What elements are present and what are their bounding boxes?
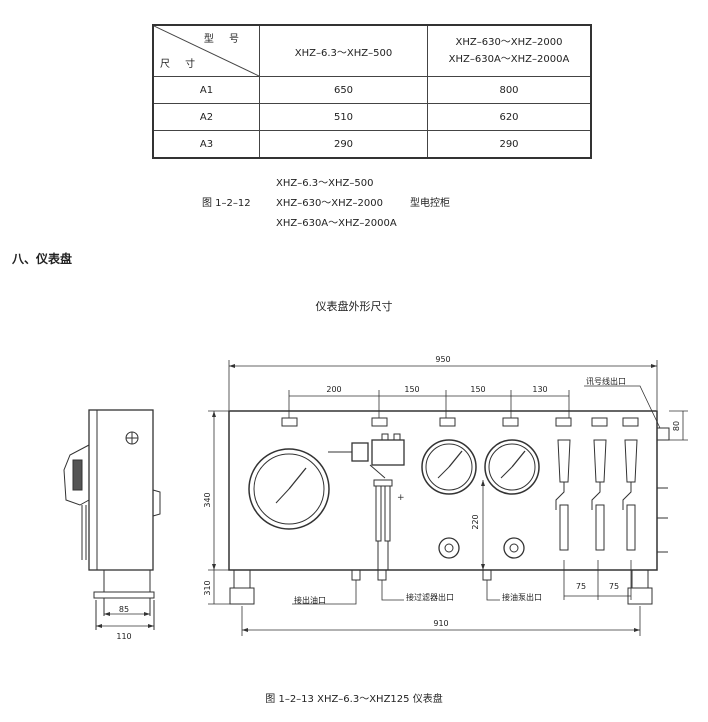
dim-75-b: 75	[609, 582, 619, 591]
arrowheads	[96, 364, 657, 632]
dim-220: 220	[471, 514, 480, 529]
table-row: A3 290 290	[152, 130, 592, 159]
row-value-2: 620	[427, 103, 592, 131]
label-signal-outlet: 讯号线出口	[586, 376, 626, 386]
dim-85: 85	[119, 605, 129, 614]
col1-header: XHZ–6.3～XHZ–500	[259, 24, 428, 77]
header-size-label: 尺 寸	[160, 59, 202, 70]
col2-header-line1: XHZ–630～XHZ–2000	[455, 37, 563, 48]
dim-910: 910	[433, 619, 448, 628]
dim-150-b: 150	[470, 385, 485, 394]
diagram-title: 仪表盘外形尺寸	[315, 300, 393, 313]
label-oil-outlet: 接出油口	[294, 595, 326, 605]
header-model-label: 型 号	[203, 34, 245, 45]
dim-310: 310	[203, 580, 212, 595]
caption-suffix: 型电控柜	[410, 198, 450, 209]
table-row: A1 650 800	[152, 76, 592, 104]
col2-header-line2: XHZ–630A～XHZ–2000A	[448, 54, 570, 65]
table-corner-cell: 型 号 尺 寸	[152, 24, 260, 77]
dim-340: 340	[203, 492, 212, 507]
row-value-2: 290	[427, 130, 592, 159]
dim-80: 80	[672, 421, 681, 431]
row-value-1: 650	[259, 76, 428, 104]
dim-130: 130	[532, 385, 547, 394]
dimension-table: 型 号 尺 寸 XHZ–6.3～XHZ–500 XHZ–630～XHZ–2000…	[152, 24, 592, 159]
dim-200: 200	[326, 385, 341, 394]
row-value-1: 290	[259, 130, 428, 159]
label-pump-outlet: 接油泵出口	[502, 592, 542, 602]
dim-150-a: 150	[404, 385, 419, 394]
row-label: A3	[152, 130, 260, 159]
caption-line-3: XHZ–630A～XHZ–2000A	[276, 218, 397, 229]
dim-110: 110	[116, 632, 131, 641]
dim-75-a: 75	[576, 582, 586, 591]
caption-line-1: XHZ–6.3～XHZ–500	[276, 178, 374, 189]
section-heading: 八、仪表盘	[12, 252, 73, 266]
label-filter-outlet: 接过滤器出口	[406, 592, 454, 602]
caption-figure-number: 图 1–2–12	[202, 198, 251, 209]
figure-caption: 图 1–2–13 XHZ–6.3～XHZ125 仪表盘	[265, 694, 443, 705]
caption-line-2: XHZ–630～XHZ–2000	[276, 198, 383, 209]
dimension-lines	[208, 360, 688, 636]
svg-text:+: +	[397, 493, 405, 503]
row-value-2: 800	[427, 76, 592, 104]
front-panel: +	[228, 410, 670, 605]
dimension-labels: 950 200 150 150 130 340 310 220 80 75 75…	[116, 355, 681, 641]
dim-950: 950	[435, 355, 450, 364]
side-view	[63, 409, 161, 630]
diagonal-line	[154, 26, 259, 76]
row-label: A2	[152, 103, 260, 131]
table-row: A2 510 620	[152, 103, 592, 131]
row-value-1: 510	[259, 103, 428, 131]
